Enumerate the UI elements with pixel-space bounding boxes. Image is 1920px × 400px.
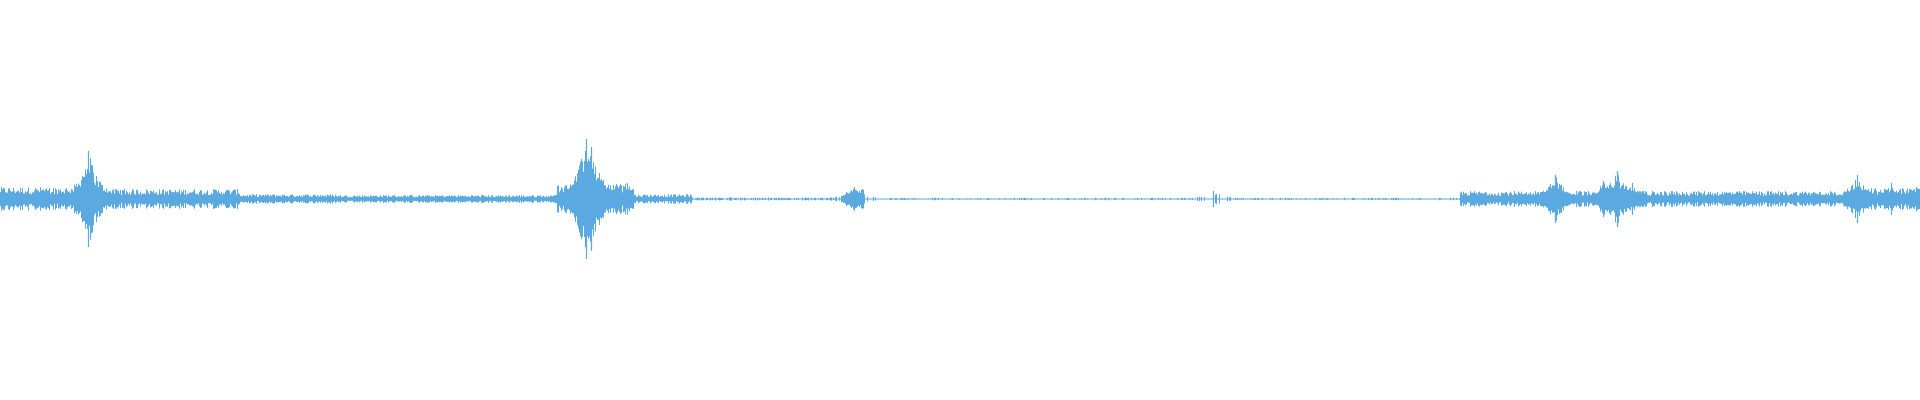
waveform-signal — [0, 150, 1920, 248]
waveform-trace — [0, 139, 1920, 259]
